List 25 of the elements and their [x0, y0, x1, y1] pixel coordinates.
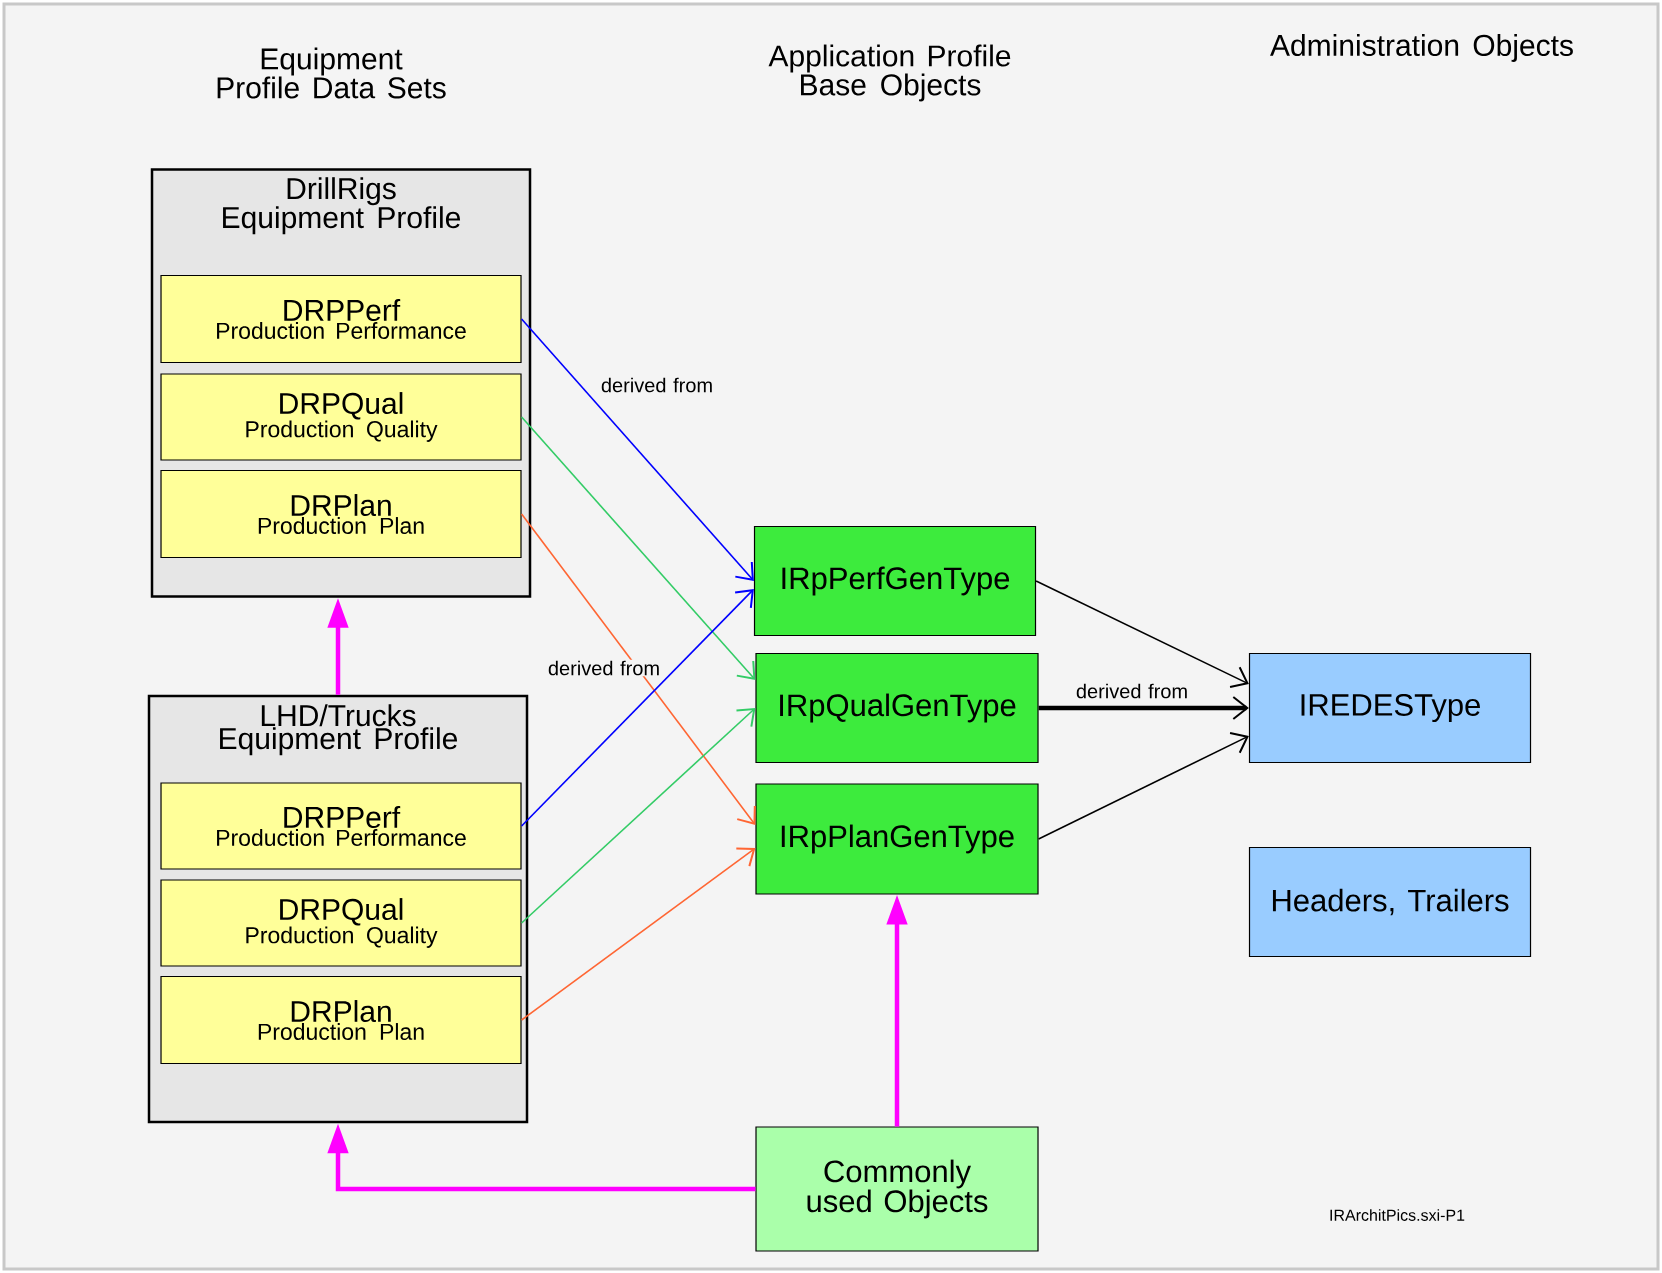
arrow	[1037, 732, 1249, 840]
file-name: IRArchitPics.sxi-P1	[1330, 1209, 1465, 1221]
data-set-box: DRPQual Production Quality	[160, 879, 522, 967]
arrow	[1035, 580, 1249, 689]
type-box: Headers, Trailers	[1248, 846, 1532, 958]
data-set-box: DRPlan Production Plan	[160, 469, 522, 559]
arrow	[520, 847, 756, 1021]
arrow	[520, 318, 754, 581]
type-box: IRpPlanGenType	[755, 783, 1039, 895]
data-set-box: DRPPerf Production Performance	[160, 782, 522, 870]
type-box: IREDESType	[1248, 652, 1532, 764]
column-heading: Application Profile Base Objects	[768, 44, 1011, 102]
type-box: Commonly used Objects	[755, 1126, 1039, 1252]
arrow	[520, 416, 756, 680]
type-box: IRpQualGenType	[755, 652, 1039, 764]
type-box: IRpPerfGenType	[753, 525, 1037, 637]
column-heading: Administration Objects	[1270, 34, 1573, 62]
arrow	[1038, 696, 1249, 720]
data-set-box: DRPQual Production Quality	[160, 373, 522, 461]
arrow	[520, 589, 754, 827]
data-set-box: DRPlan Production Plan	[160, 975, 522, 1065]
arrow	[520, 708, 756, 924]
data-set-box: DRPPerf Production Performance	[160, 274, 522, 364]
column-heading: Equipment Profile Data Sets	[217, 47, 446, 99]
arrow	[520, 513, 756, 825]
